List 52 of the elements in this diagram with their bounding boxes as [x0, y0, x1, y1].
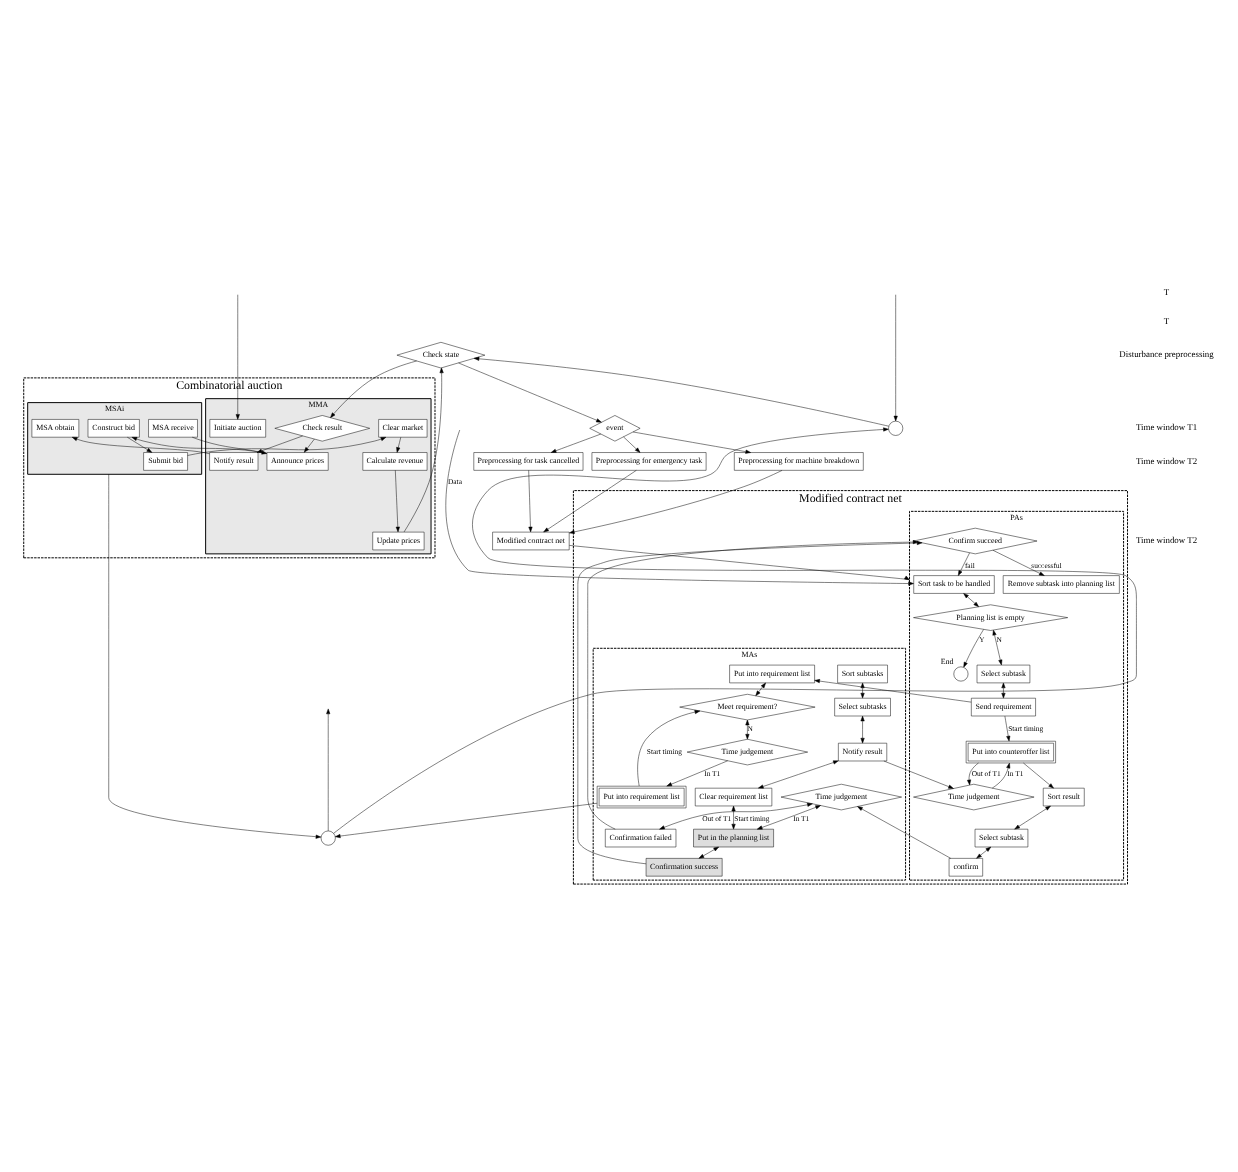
arrow: [745, 719, 750, 740]
arrow: [403, 367, 444, 533]
arrow: [1004, 715, 1011, 742]
arrow: [235, 294, 240, 420]
arrow: [958, 552, 970, 576]
arrow: [473, 356, 889, 427]
arrow: [569, 545, 914, 586]
arrow: [698, 846, 719, 859]
arrow: [335, 803, 598, 839]
arrow: [757, 805, 821, 830]
arrow: [108, 474, 322, 839]
arrow: [758, 760, 839, 789]
arrow: [395, 470, 400, 533]
arrow: [330, 360, 417, 418]
arrow: [967, 762, 979, 786]
arrow: [659, 802, 813, 830]
arrow: [637, 710, 701, 787]
arrow: [992, 629, 1003, 666]
arrow: [333, 427, 1137, 834]
arrow: [396, 437, 402, 453]
arrow: [543, 470, 637, 533]
arrow: [550, 433, 602, 453]
node-circle: [888, 420, 904, 436]
arrow: [857, 806, 951, 859]
arrow: [963, 629, 984, 668]
arrow: [127, 437, 153, 453]
arrow: [528, 470, 533, 533]
arrow: [814, 679, 972, 703]
arrow: [963, 593, 979, 607]
arrow: [860, 682, 865, 699]
arrow: [666, 760, 728, 787]
arrow: [992, 762, 1011, 789]
arrow: [569, 470, 783, 534]
arrow: [1014, 805, 1051, 830]
node-circle: [320, 830, 336, 846]
arrow: [623, 436, 641, 453]
arrow: [458, 362, 602, 423]
arrow: [1023, 762, 1054, 789]
arrow: [860, 715, 865, 744]
arrow: [303, 438, 315, 453]
arrow: [1001, 682, 1006, 699]
arrow: [731, 805, 736, 830]
arrow: [326, 708, 331, 832]
arrow: [883, 760, 954, 789]
arrow: [71, 436, 210, 455]
arrow: [632, 431, 751, 454]
node-circle: [953, 666, 969, 682]
arrow: [976, 846, 992, 859]
arrow: [445, 429, 914, 586]
arrow: [755, 682, 766, 697]
arrow: [893, 294, 898, 422]
arrow: [992, 549, 1045, 576]
